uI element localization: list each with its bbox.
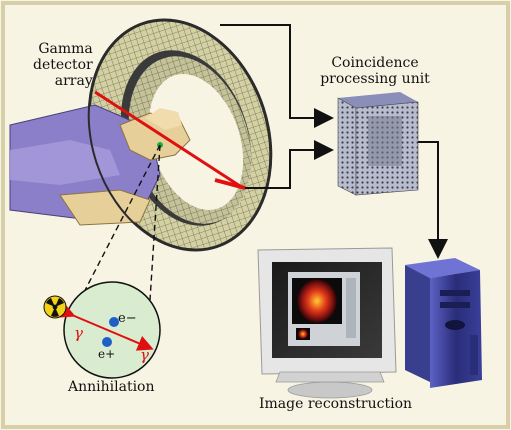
coincidence-unit-label-line2: processing unit: [320, 71, 430, 87]
gamma-detector-label: Gamma detector array: [33, 41, 93, 89]
gamma-detector-label-line2: detector: [33, 57, 93, 73]
coincidence-unit-label-line1: Coincidence: [331, 55, 419, 71]
gamma-photon-arrows: [57, 302, 154, 351]
image-reconstruction-label: Image reconstruction: [259, 396, 413, 412]
positron-label: e+: [98, 347, 115, 361]
coincidence-processing-unit: [337, 92, 419, 196]
signal-arrows: [220, 24, 448, 259]
annihilation-circle: e− e+ γ γ: [57, 281, 161, 379]
gamma-left-label: γ: [74, 324, 83, 342]
coincidence-unit-label: Coincidence processing unit: [320, 55, 430, 87]
electron-label: e−: [118, 311, 137, 326]
zoom-lines: [79, 144, 161, 301]
radiation-icon: [43, 295, 67, 319]
positron-particle: [102, 337, 112, 347]
gamma-detector-label-line1: Gamma: [38, 41, 93, 57]
electron-particle: [109, 317, 119, 327]
gamma-ray-line: [94, 90, 241, 188]
gamma-detector-label-line3: array: [54, 73, 93, 89]
computer-tower: [405, 258, 482, 388]
detector-ring-front: [87, 18, 273, 252]
monitor: [257, 247, 397, 399]
brain-scan-image: [297, 279, 337, 323]
gamma-ray-hit: [214, 178, 246, 190]
annihilation-label: Annihilation: [68, 379, 155, 395]
gamma-right-label: γ: [140, 346, 149, 364]
